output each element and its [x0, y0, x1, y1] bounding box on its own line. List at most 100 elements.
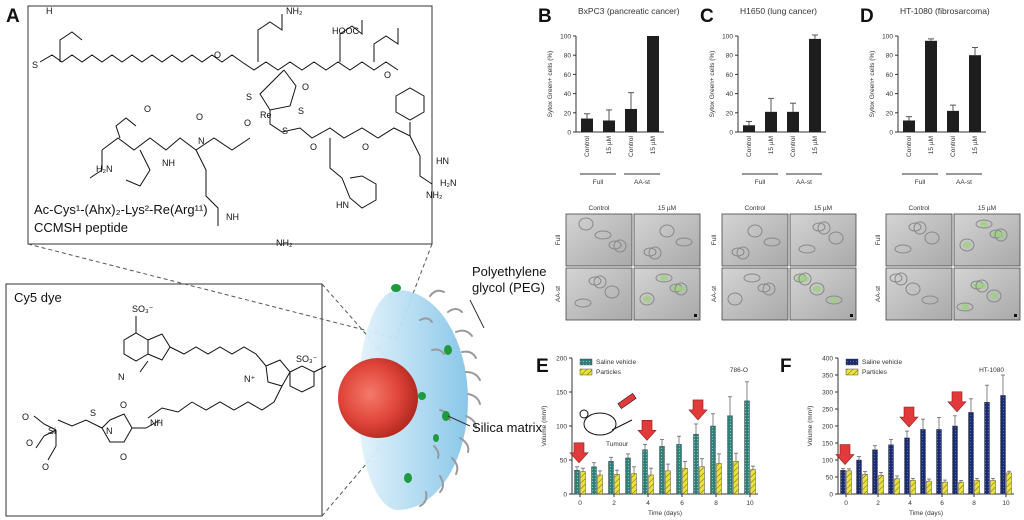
chart-d-ytick-label: 60: [886, 72, 894, 79]
atom-o-5: O: [310, 142, 317, 152]
chart-e-bar-particles: [597, 474, 603, 495]
chart-f-bar-particles: [910, 480, 916, 495]
chart-b-ytick-label: 60: [564, 72, 572, 79]
mouse-icon: [579, 392, 637, 436]
micro-c-cell: [798, 244, 816, 254]
chart-d-ytick-label: 40: [886, 91, 894, 98]
micro-b-cell: [674, 282, 688, 296]
chart-e-bar-particles: [614, 474, 620, 495]
chart-f-ytick-label: 400: [822, 356, 833, 363]
chart-e-bar-particles: [648, 474, 654, 495]
chart-e-bar-saline: [710, 425, 716, 495]
chart-b-category-label: Control: [628, 135, 635, 157]
micro-c-cell: [727, 292, 743, 306]
micro-c-col-label: 15 µM: [814, 205, 832, 212]
micro-c-row-label: Full: [711, 234, 718, 245]
micro-d-green-cell: [978, 283, 986, 289]
micro-c-cell: [747, 224, 763, 238]
micro-b-cell: [648, 246, 662, 260]
micro-d-cell: [905, 282, 921, 296]
micro-c-col-label: Control: [745, 205, 767, 212]
chart-c-group-label: AA-st: [796, 179, 812, 186]
chart-b-ytick-label: 80: [564, 53, 572, 60]
chart-c-category-label: 15 µM: [768, 136, 775, 154]
mouse-ear: [579, 409, 589, 419]
chart-d-viability: HT-1080 (fibrosarcoma)020406080100Sytox …: [869, 6, 990, 186]
micro-d-green-cell: [990, 293, 998, 299]
cy5-atom-o3: O: [42, 462, 49, 472]
micro-c-image: [721, 267, 789, 321]
chart-d-category-label: 15 µM: [972, 136, 979, 154]
chart-f-bar-particles: [990, 480, 996, 495]
atom-h: H: [46, 6, 53, 16]
peptide-structure: NH₂ HOOC Re S O H₂N NH HN N O O O O O O …: [27, 5, 457, 248]
chart-d-bar: [969, 55, 981, 133]
micro-b-cell: [675, 237, 693, 247]
micro-b-cell: [594, 230, 612, 240]
chart-d-bar: [925, 40, 937, 132]
atom-nh-mid: NH: [162, 158, 175, 168]
micro-d-row-label: Full: [875, 234, 882, 245]
micro-b-cell: [613, 239, 627, 253]
chart-f-ytick-label: 200: [822, 424, 833, 431]
chart-f-ytick-label: 0: [829, 492, 833, 499]
micro-d-row-label: AA-st: [875, 286, 882, 302]
chart-e-ylabel: Volume (mm³): [541, 406, 548, 447]
chart-b-ytick-label: 40: [564, 91, 572, 98]
chart-f-bar-saline: [872, 449, 878, 495]
atom-re: Re: [260, 110, 272, 120]
micro-c-cell: [743, 273, 761, 283]
chart-e-injection-arrow: [569, 442, 589, 464]
mouse-body: [583, 412, 617, 436]
micro-b-row-label: AA-st: [555, 286, 562, 302]
chart-e-bar-saline: [727, 415, 733, 495]
panel-label-c: C: [700, 6, 714, 27]
chart-c-ytick-label: 60: [726, 72, 734, 79]
micro-c-cell: [763, 237, 781, 247]
chart-f-bar-saline: [904, 437, 910, 495]
chart-f-xtick-label: 10: [1002, 500, 1010, 507]
chart-f-ytick-label: 350: [822, 373, 833, 380]
chart-d-group-label: Full: [915, 179, 926, 186]
chart-e-ytick-label: 100: [556, 424, 567, 431]
micro-d-cell: [959, 238, 975, 252]
peptide-subtitle: CCMSH peptide: [34, 220, 128, 235]
cy5-atom-s: S: [90, 408, 96, 418]
atom-nh2-guan: NH₂: [426, 190, 443, 200]
micro-c-row-label: AA-st: [711, 286, 718, 302]
chart-e-xtick-label: 8: [714, 500, 718, 507]
micro-c-cell: [817, 221, 831, 235]
chart-f-ytick-label: 150: [822, 441, 833, 448]
chart-e-bar-particles: [733, 461, 739, 495]
cy5-atom-so3-right: SO₃⁻: [296, 354, 318, 364]
chart-e-bar-saline: [693, 433, 699, 495]
chart-b-bar: [603, 120, 615, 132]
micro-c-scale-bar: [850, 314, 853, 317]
chart-f-bar-saline: [984, 402, 990, 495]
micro-c-cell: [736, 246, 750, 260]
chart-b-bar: [625, 108, 637, 132]
micro-b-cell: [604, 285, 620, 299]
cy5-structure: Cy5 dye SO₃⁻ SO₃⁻ N N⁺ O O O Si S NH N O…: [5, 283, 327, 517]
chart-c-category-label: 15 µM: [812, 136, 819, 154]
micro-d-cell: [975, 219, 993, 229]
chart-f-bar-saline: [856, 459, 862, 495]
cy5-atom-nh: NH: [150, 418, 163, 428]
chart-b-viability: BxPC3 (pancreatic cancer)020406080100Syt…: [547, 6, 680, 186]
chart-f-bar-saline: [968, 412, 974, 495]
chart-e-bar-particles: [699, 466, 705, 495]
atom-s1: S: [246, 92, 252, 102]
chart-c-ytick-label: 20: [726, 110, 734, 117]
chart-d-category-label: 15 µM: [928, 136, 935, 154]
silica-label: Silica matrix: [472, 420, 543, 435]
chart-c-ytick-label: 80: [726, 53, 734, 60]
atom-s3: S: [282, 126, 288, 136]
micro-d-col-label: 15 µM: [978, 205, 996, 212]
chart-e-legend-label: Saline vehicle: [596, 359, 636, 366]
micro-b-scale-bar: [694, 314, 697, 317]
chart-f-xlabel: Time (days): [909, 510, 943, 517]
chart-e-xlabel: Time (days): [648, 510, 682, 517]
micro-d-cell: [986, 289, 1002, 303]
